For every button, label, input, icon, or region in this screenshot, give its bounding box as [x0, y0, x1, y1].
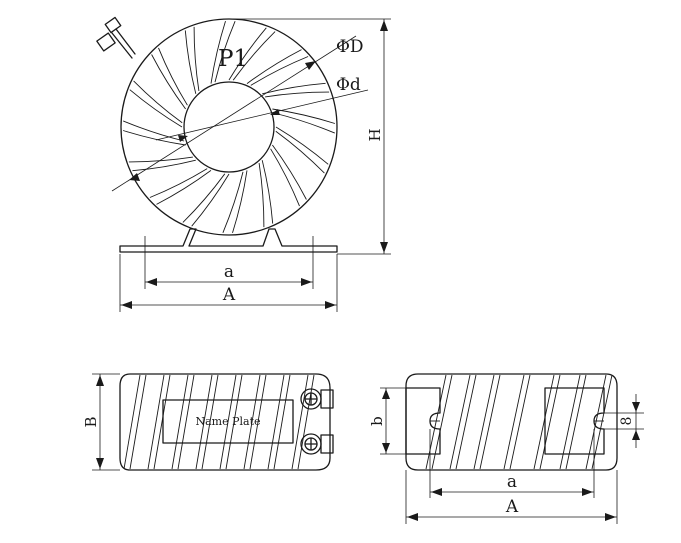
inner-diameter-line: [155, 89, 369, 141]
winding-line: [133, 80, 183, 124]
winding-stripe: [195, 374, 213, 470]
winding-line: [270, 148, 300, 207]
winding-line: [246, 49, 302, 84]
winding-stripe: [297, 374, 315, 470]
winding-line: [228, 27, 267, 81]
winding-line: [210, 20, 226, 84]
winding-stripe: [273, 374, 291, 470]
winding-stripe: [425, 374, 447, 470]
winding-stripe: [533, 374, 555, 470]
winding-line: [262, 82, 326, 95]
winding-line: [214, 21, 236, 83]
mounting-bracket: [119, 228, 338, 253]
slot-width-label: 8: [619, 417, 635, 426]
side-view-windings: [425, 374, 613, 470]
winding-line: [156, 170, 212, 205]
winding-stripe: [123, 374, 141, 470]
depth-label: B: [82, 416, 100, 427]
winding-stripe: [509, 374, 531, 470]
winding-stripe: [565, 374, 587, 470]
winding-stripe: [219, 374, 237, 470]
winding-stripe: [171, 374, 189, 470]
winding-line: [261, 160, 274, 224]
winding-stripe: [243, 374, 261, 470]
winding-line: [232, 31, 276, 81]
winding-line: [250, 56, 309, 86]
winding-line: [128, 156, 193, 163]
toroid-inner-edge: [183, 81, 275, 173]
inner-diameter-label: Φd: [336, 75, 361, 95]
terminal-screw-top: [96, 16, 136, 59]
toroid-windings: [122, 20, 336, 234]
front-view: P1 ΦD Φd H a A: [96, 16, 391, 312]
winding-line: [123, 120, 185, 142]
winding-line: [158, 47, 188, 106]
winding-stripe: [503, 374, 525, 470]
winding-stripe: [559, 374, 581, 470]
winding-stripe: [431, 374, 453, 470]
winding-stripe: [225, 374, 243, 470]
height-label: H: [366, 128, 384, 141]
outer-diameter-label: ΦD: [336, 37, 364, 57]
bottom-view-body: [119, 373, 331, 471]
winding-stripe: [153, 374, 171, 470]
base-length-front-label: A: [222, 285, 236, 305]
winding-line: [272, 108, 336, 124]
terminal-screw-lower: [300, 433, 334, 455]
winding-line: [129, 89, 183, 128]
terminal-screw-upper: [300, 388, 334, 410]
winding-line: [184, 30, 197, 94]
winding-stripe: [455, 374, 477, 470]
winding-stripe: [249, 374, 267, 470]
mount-spacing-front-label: a: [224, 262, 234, 282]
winding-stripe: [479, 374, 501, 470]
winding-line: [272, 144, 307, 200]
winding-line: [151, 54, 186, 110]
winding-line: [265, 91, 330, 98]
slot-spacing-label: b: [368, 416, 386, 426]
winding-line: [149, 168, 208, 198]
name-plate: [162, 399, 294, 444]
winding-stripe: [473, 374, 495, 470]
winding-line: [232, 170, 248, 234]
winding-stripe: [129, 374, 147, 470]
winding-line: [222, 171, 244, 233]
base-length-side-label: A: [505, 497, 519, 517]
winding-line: [182, 173, 226, 223]
side-view-body: [405, 373, 618, 471]
winding-line: [132, 159, 196, 172]
phase-label: P1: [218, 46, 248, 72]
winding-stripe: [177, 374, 195, 470]
name-plate-text: Name Plate: [195, 415, 260, 428]
winding-line: [122, 130, 186, 146]
bottom-view: Name Plate B: [82, 373, 334, 471]
winding-stripe: [449, 374, 471, 470]
winding-stripe: [147, 374, 165, 470]
winding-stripe: [585, 374, 607, 470]
winding-stripe: [539, 374, 561, 470]
winding-line: [275, 130, 325, 174]
bottom-view-windings: [123, 374, 315, 470]
winding-line: [191, 173, 230, 227]
mount-spacing-side-label: a: [507, 472, 517, 492]
winding-line: [273, 112, 335, 134]
winding-stripe: [591, 374, 613, 470]
winding-line: [193, 26, 200, 91]
side-view: b 8 a A: [368, 373, 644, 524]
winding-line: [275, 126, 329, 165]
winding-stripe: [267, 374, 285, 470]
winding-stripe: [201, 374, 219, 470]
winding-line: [258, 163, 265, 228]
